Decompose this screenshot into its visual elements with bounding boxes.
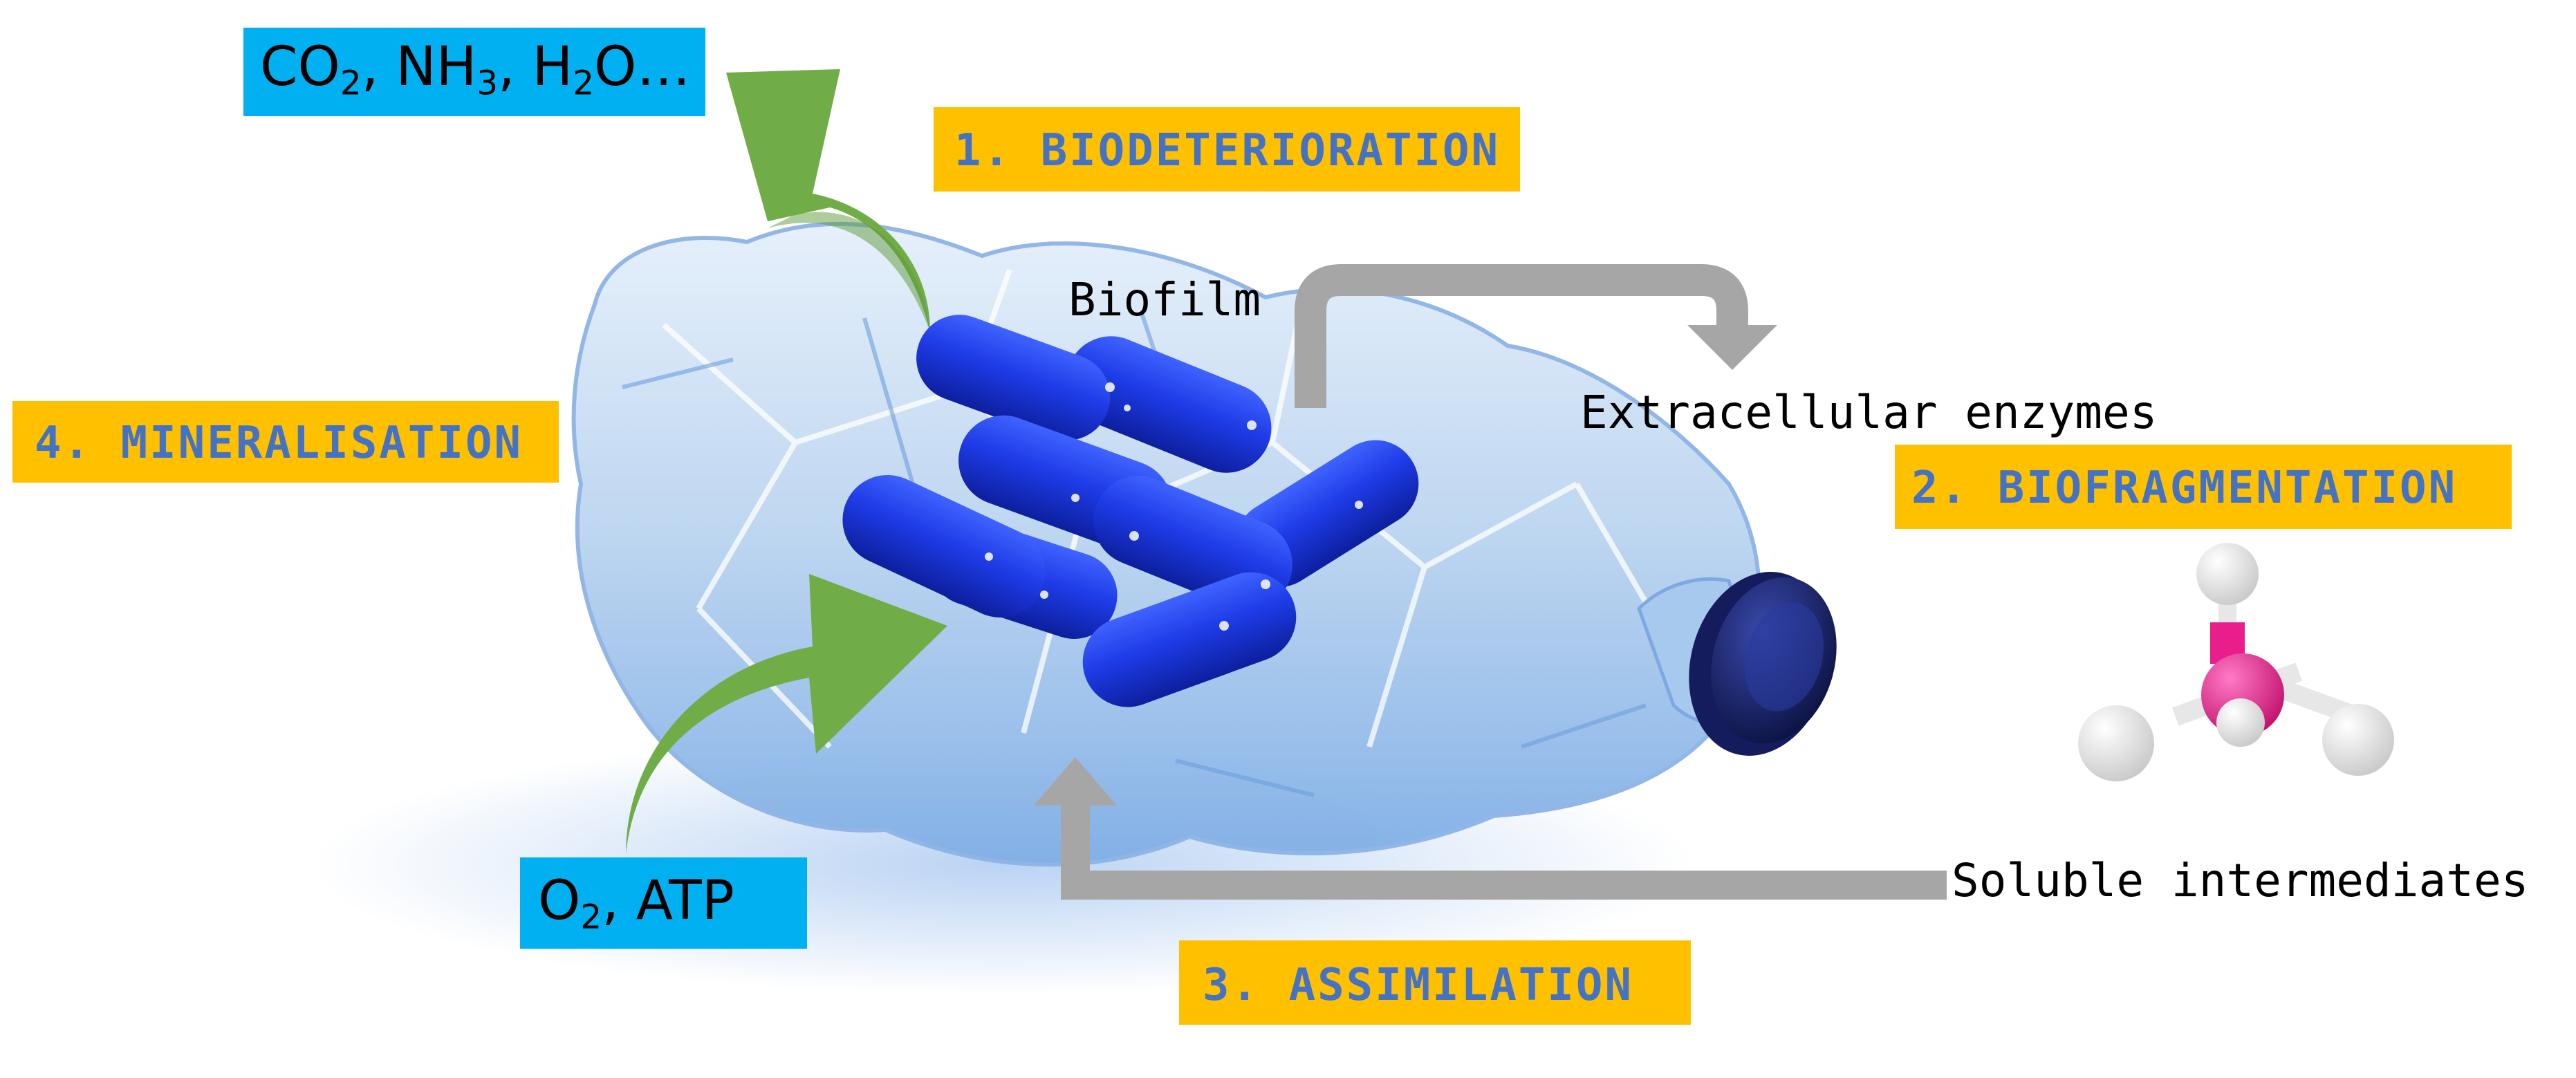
o2-label: O [538, 870, 581, 932]
nh3-subscript: 3 [476, 64, 499, 103]
atp-label: , ATP [602, 870, 734, 932]
gray-arrow-enzymes [1295, 264, 1777, 408]
h2o-label: H [532, 36, 573, 98]
extracellular-enzymes-label: Extracellular enzymes [1580, 386, 2158, 439]
biofilm-label: Biofilm [1068, 273, 1261, 326]
tetrahedral-molecule-icon [2078, 543, 2394, 781]
green-arrow-inputs [626, 574, 947, 854]
separator: , [361, 36, 396, 98]
co2-label: CO [260, 36, 340, 98]
h2o-tail: O… [594, 36, 691, 98]
separator: , [498, 36, 532, 98]
stage-mineralisation-label: 4. MINERALISATION [35, 418, 523, 469]
stage-assimilation: 3. ASSIMILATION [1179, 940, 1691, 1025]
stage-biofragmentation-label: 2. BIOFRAGMENTATION [1911, 463, 2458, 514]
stage-assimilation-label: 3. ASSIMILATION [1203, 960, 1633, 1011]
h2o-subscript: 2 [573, 64, 595, 103]
bottle-cap-icon [1689, 572, 1837, 756]
stage-biodeterioration: 1. BIODETERIORATION [934, 107, 1520, 192]
co2-subscript: 2 [340, 64, 362, 103]
o2-subscript: 2 [580, 898, 602, 937]
stage-mineralisation: 4. MINERALISATION [12, 401, 559, 483]
stage-biodeterioration-label: 1. BIODETERIORATION [954, 125, 1501, 176]
bacteria-biofilm-icon [842, 315, 1419, 707]
soluble-intermediates-label: Soluble intermediates [1952, 854, 2529, 907]
gray-arrow-assimilation [1034, 757, 1947, 900]
nh3-label: NH [396, 36, 477, 98]
products-box: CO2, NH3, H2O… [243, 28, 705, 116]
inputs-box: O2, ATP [520, 857, 807, 949]
green-arrow-products [726, 69, 930, 332]
stage-biofragmentation: 2. BIOFRAGMENTATION [1895, 445, 2512, 529]
